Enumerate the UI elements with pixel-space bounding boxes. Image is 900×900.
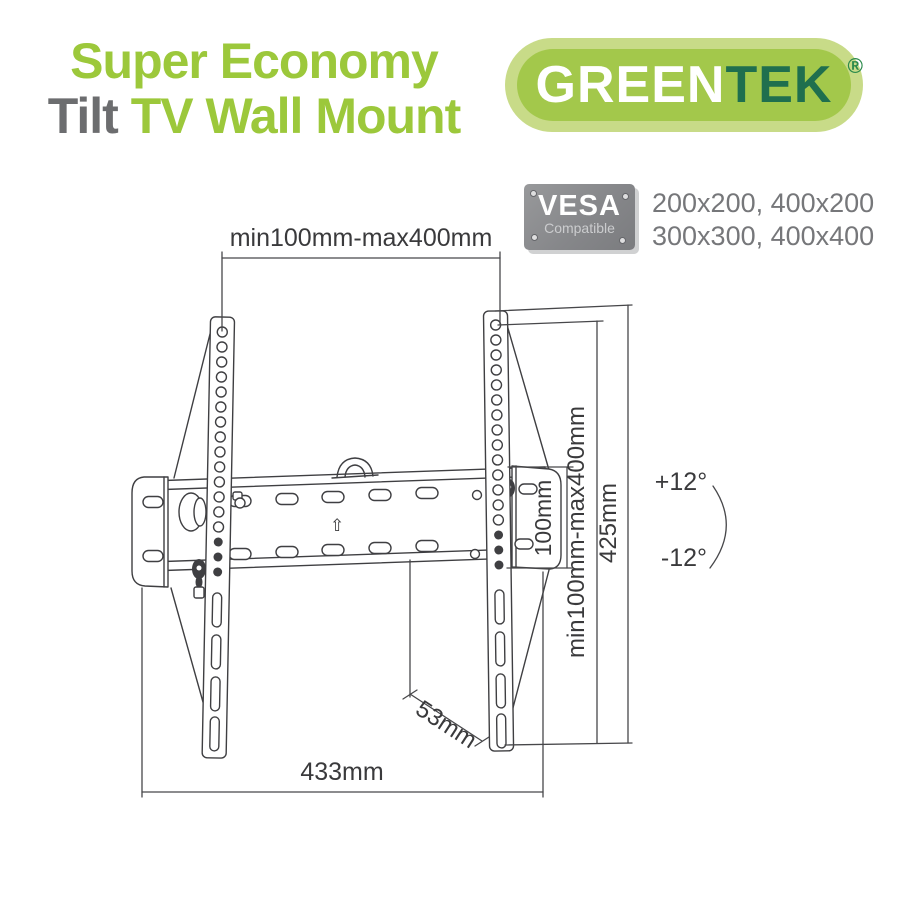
logo-text-tek: TEK	[725, 56, 833, 114]
dimension-label-top-width: min100mm-max400mm	[230, 224, 493, 252]
dimension-label-vesa-height: min100mm-max400mm	[563, 406, 590, 658]
title-line2-prefix: Tilt	[47, 88, 119, 144]
title-line2-rest: TV Wall Mount	[117, 88, 462, 144]
dimension-vesa-height: min100mm-max400mm	[497, 320, 604, 744]
vesa-compatible-badge: VESA Compatible	[524, 184, 635, 250]
tilt-down-label: -12°	[661, 544, 707, 572]
logo-text-green: GREEN	[535, 56, 726, 114]
dimension-bracket-height: 425mm	[494, 304, 633, 746]
vesa-sizes-line2: 300x300, 400x400	[652, 221, 875, 251]
dimension-total-width: 433mm	[141, 571, 544, 798]
title-line-2: Tilt TV Wall Mount	[28, 89, 480, 144]
registered-trademark-icon: ®	[847, 55, 863, 78]
tilt-angle-annotation: +12° -12°	[655, 468, 727, 572]
screw-icon	[622, 193, 629, 200]
tilt-up-label: +12°	[655, 468, 707, 496]
screw-icon	[619, 237, 626, 244]
vesa-size-list: 200x200, 400x200 300x300, 400x400	[652, 187, 874, 253]
screw-icon	[530, 190, 537, 197]
dimension-label-depth: 53mm	[411, 695, 482, 754]
dimension-label-total-width: 433mm	[300, 758, 383, 786]
dimension-top-width: min100mm-max400mm	[221, 224, 501, 332]
left-end-cap	[131, 476, 169, 588]
dimension-plate-height: 100mm	[506, 466, 574, 569]
title-line1-text: Super Economy	[70, 33, 439, 89]
page-title: Super Economy Tilt TV Wall Mount	[28, 34, 480, 144]
right-tv-bracket	[482, 310, 515, 752]
dimension-depth: 53mm	[402, 559, 490, 754]
dimension-label-bracket-height: 425mm	[595, 483, 622, 563]
left-tv-bracket	[201, 316, 236, 759]
screw-icon	[531, 234, 538, 241]
vesa-badge-subtitle: Compatible	[544, 220, 615, 236]
dimension-label-plate-height: 100mm	[530, 480, 556, 557]
vesa-sizes-line1: 200x200, 400x200	[652, 188, 875, 218]
title-line-1: Super Economy	[28, 34, 480, 89]
vesa-badge-title: VESA	[538, 190, 621, 222]
keyhole-tab	[331, 457, 379, 479]
bracket-tilt-profile-lines	[170, 317, 550, 753]
up-arrow-icon: ⇧	[330, 516, 344, 535]
